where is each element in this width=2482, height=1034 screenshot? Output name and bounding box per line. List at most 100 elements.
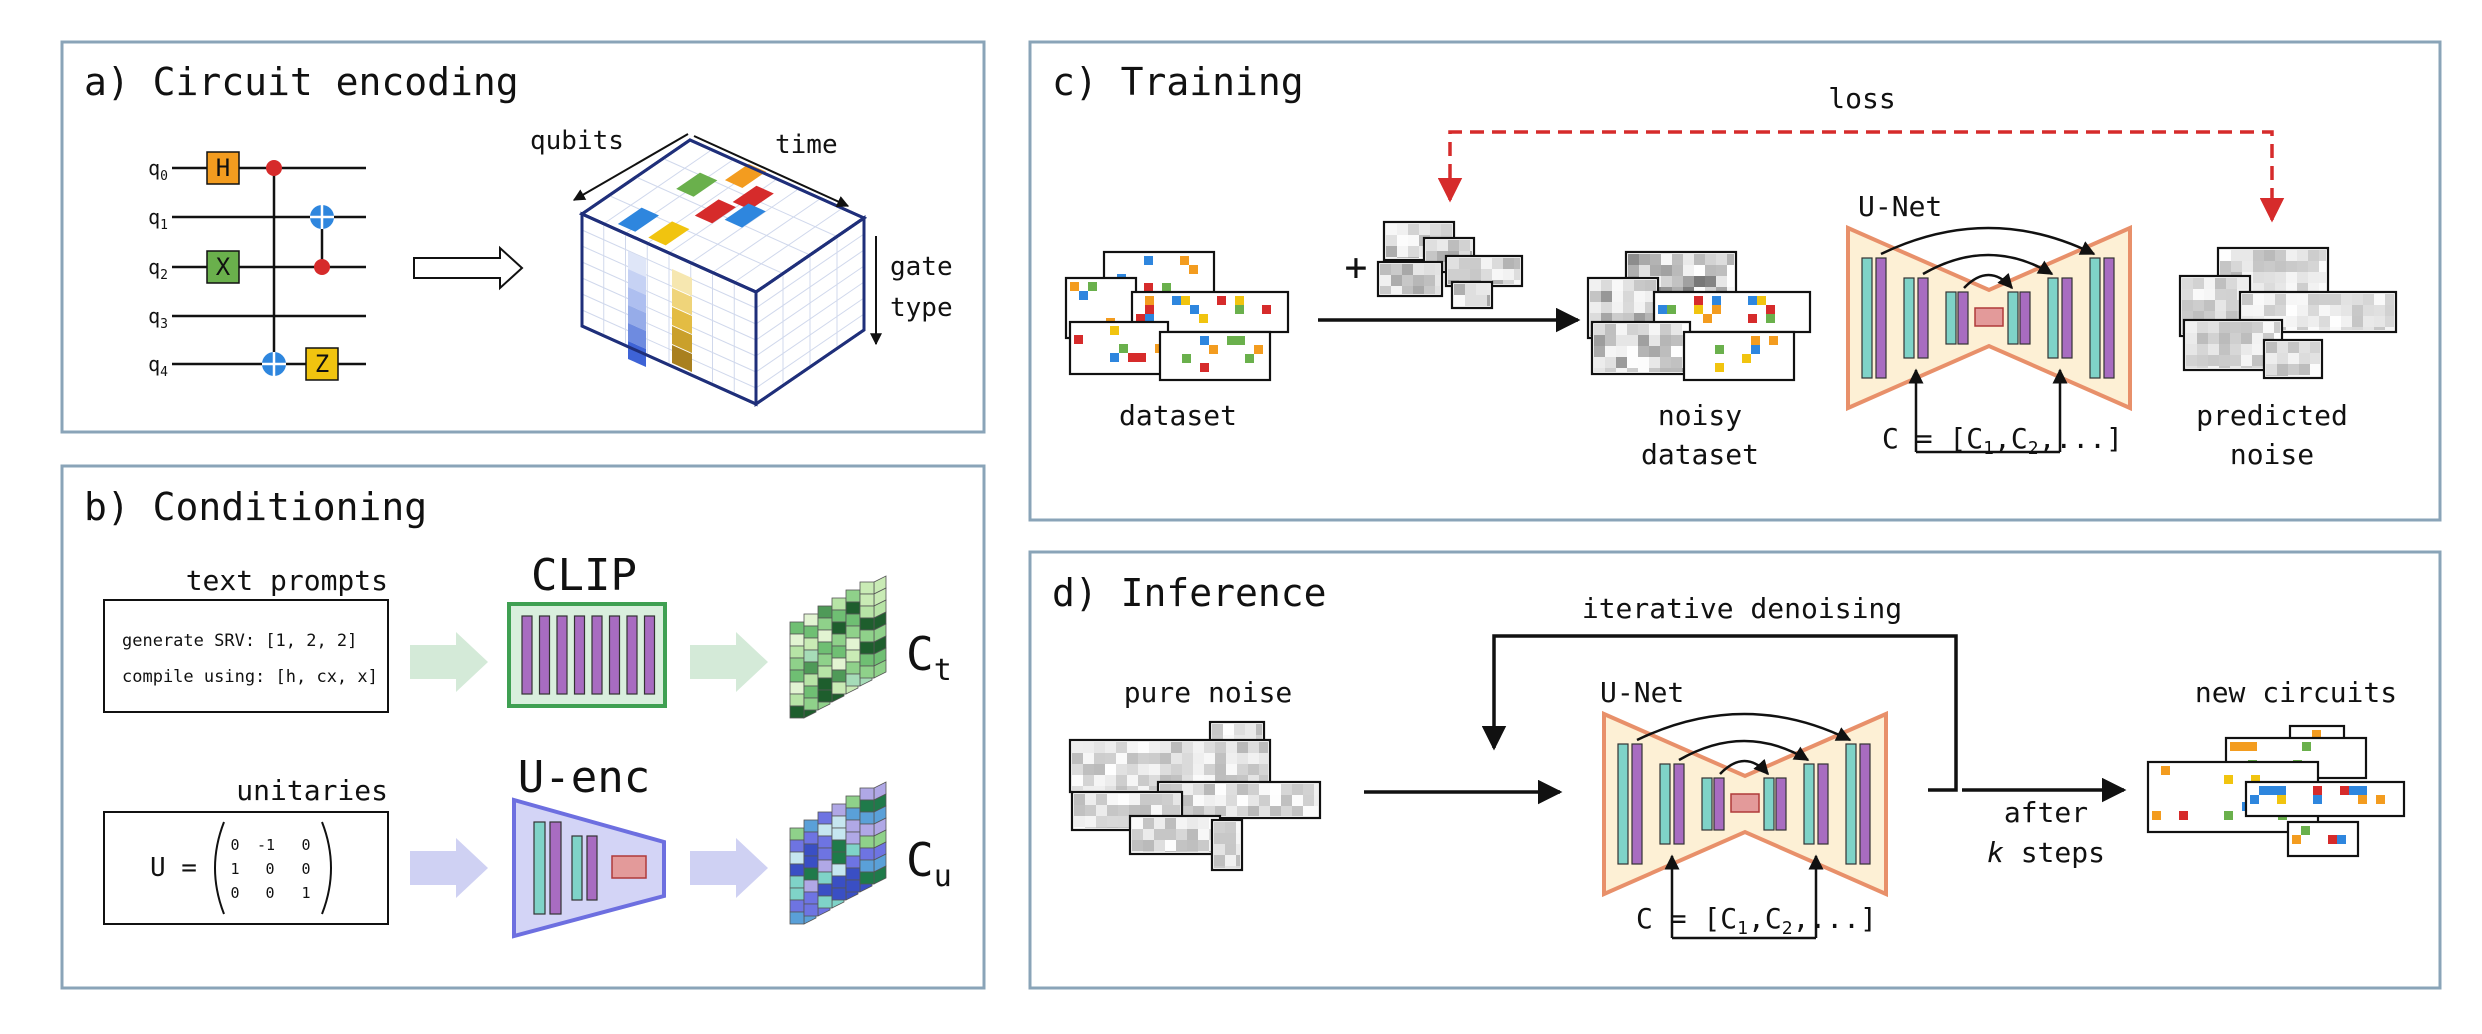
noise-pixel: [2275, 294, 2286, 305]
embedding-cell: [831, 827, 847, 841]
arrow-to-ct-icon: [690, 632, 768, 692]
unet-layer: [1775, 777, 1787, 831]
noise-pixel: [2385, 316, 2394, 327]
ct-label: Ct: [906, 627, 952, 688]
noise-pixel: [2215, 278, 2226, 289]
noise-pixel: [1705, 276, 1716, 287]
noise-pixel: [2241, 355, 2252, 366]
noise-pixel: [1616, 335, 1627, 346]
skip-connection: [1880, 226, 2096, 256]
noise-pixel: [1248, 753, 1259, 764]
noise-pixel: [1187, 818, 1198, 829]
embedding-cell: [789, 863, 805, 877]
noise-pixel: [1237, 775, 1248, 786]
noise-pixel: [2252, 366, 2263, 368]
unet-model: [1602, 710, 1888, 940]
clip-layer: [538, 615, 551, 695]
noise-pixel: [1105, 786, 1116, 790]
gate-pixel: [1199, 314, 1208, 323]
noise-pixel: [2288, 364, 2299, 375]
tensor-cell: [628, 269, 646, 295]
noise-pixel: [1380, 264, 1391, 275]
noise-pixel: [1107, 816, 1118, 827]
noise-pixel: [1259, 764, 1268, 775]
noise-pixel: [2253, 283, 2264, 294]
noise-pixel: [1727, 276, 1734, 287]
text-prompts-label: text prompts: [186, 564, 388, 597]
embedding-cell: [845, 843, 861, 857]
unet-layer: [2019, 291, 2031, 345]
noise-pixel: [2193, 300, 2204, 311]
noise-pixel: [2319, 272, 2326, 283]
embedding-cell: [859, 799, 875, 813]
noise-pixel: [1118, 827, 1129, 828]
noise-pixel: [2363, 327, 2374, 330]
noise-pixel: [1380, 275, 1391, 286]
noise-pixel: [2215, 300, 2226, 311]
noise-pixel: [1176, 818, 1187, 829]
noise-pixel: [1645, 291, 1656, 302]
embedding-cell: [803, 819, 819, 833]
embedding-cell: [845, 637, 861, 651]
gate-pixel: [1227, 336, 1236, 345]
embedding-cell: [859, 859, 875, 873]
noise-pixel: [1204, 795, 1215, 806]
noise-pixel: [1660, 324, 1671, 335]
noise-pixel: [1245, 724, 1256, 735]
iterative-denoising-label: iterative denoising: [1582, 592, 1902, 625]
noise-pixel: [1160, 742, 1171, 753]
embedding-cell: [831, 657, 847, 671]
noise-pixel: [2241, 344, 2252, 355]
time-axis-arrow: [693, 135, 850, 207]
unet-layer: [1957, 291, 1969, 345]
noise-pixel: [2242, 250, 2253, 261]
gate-pixel: [2152, 811, 2161, 820]
embedding-cell: [789, 899, 805, 913]
panel-a-title: a) Circuit encoding: [84, 60, 519, 104]
dataset-label: dataset: [1119, 399, 1237, 432]
noise-pixel: [1616, 368, 1627, 372]
noise-pixel: [2208, 344, 2219, 355]
clip-layer: [643, 615, 656, 695]
noise-pixel: [1671, 357, 1682, 368]
noise-pixel: [1623, 313, 1634, 324]
noise-pixel: [1074, 827, 1085, 828]
noise-pixel: [2319, 294, 2330, 305]
noise-pixel: [1716, 265, 1727, 276]
type-axis-label: type: [890, 293, 953, 323]
gate-pixel: [1694, 305, 1703, 314]
noise-pixel: [2286, 272, 2297, 283]
ct-embedding-stack: [789, 575, 887, 719]
noise-pixel: [1616, 346, 1627, 357]
unet-layer: [1917, 277, 1929, 359]
noise-pixel: [1705, 254, 1716, 265]
matrix-left-bracket: [214, 821, 225, 915]
noise-pixel: [2193, 278, 2204, 289]
noise-pixel: [1437, 240, 1448, 251]
embedding-cell: [817, 605, 833, 619]
svg-text:X: X: [216, 253, 231, 281]
gate-pixel: [1254, 345, 1263, 354]
noise-pixel: [2241, 333, 2252, 344]
unet-layer: [1659, 763, 1671, 845]
noise-pixel: [1236, 844, 1240, 855]
noise-pixel: [1171, 764, 1182, 775]
noise-pixel: [1204, 753, 1215, 764]
noise-pixel: [1132, 818, 1143, 829]
noise-pixel: [1594, 335, 1605, 346]
embedding-cell: [859, 593, 875, 607]
gate-pixel: [2250, 795, 2259, 804]
gate-pixel: [1200, 363, 1209, 372]
noise-pixel: [1225, 866, 1236, 868]
embedding-cell: [817, 617, 833, 631]
embedding-cell: [817, 629, 833, 643]
noise-pixel: [2253, 250, 2264, 261]
embedding-cell: [831, 851, 847, 865]
gate-pixel: [1658, 305, 1667, 314]
embedding-cell: [803, 855, 819, 869]
tensor-cell: [672, 288, 692, 315]
noise-pixel: [2253, 261, 2264, 272]
noise-pixel: [1391, 286, 1402, 294]
noise-pixel: [2263, 333, 2274, 344]
tensor-cell: [732, 185, 774, 210]
